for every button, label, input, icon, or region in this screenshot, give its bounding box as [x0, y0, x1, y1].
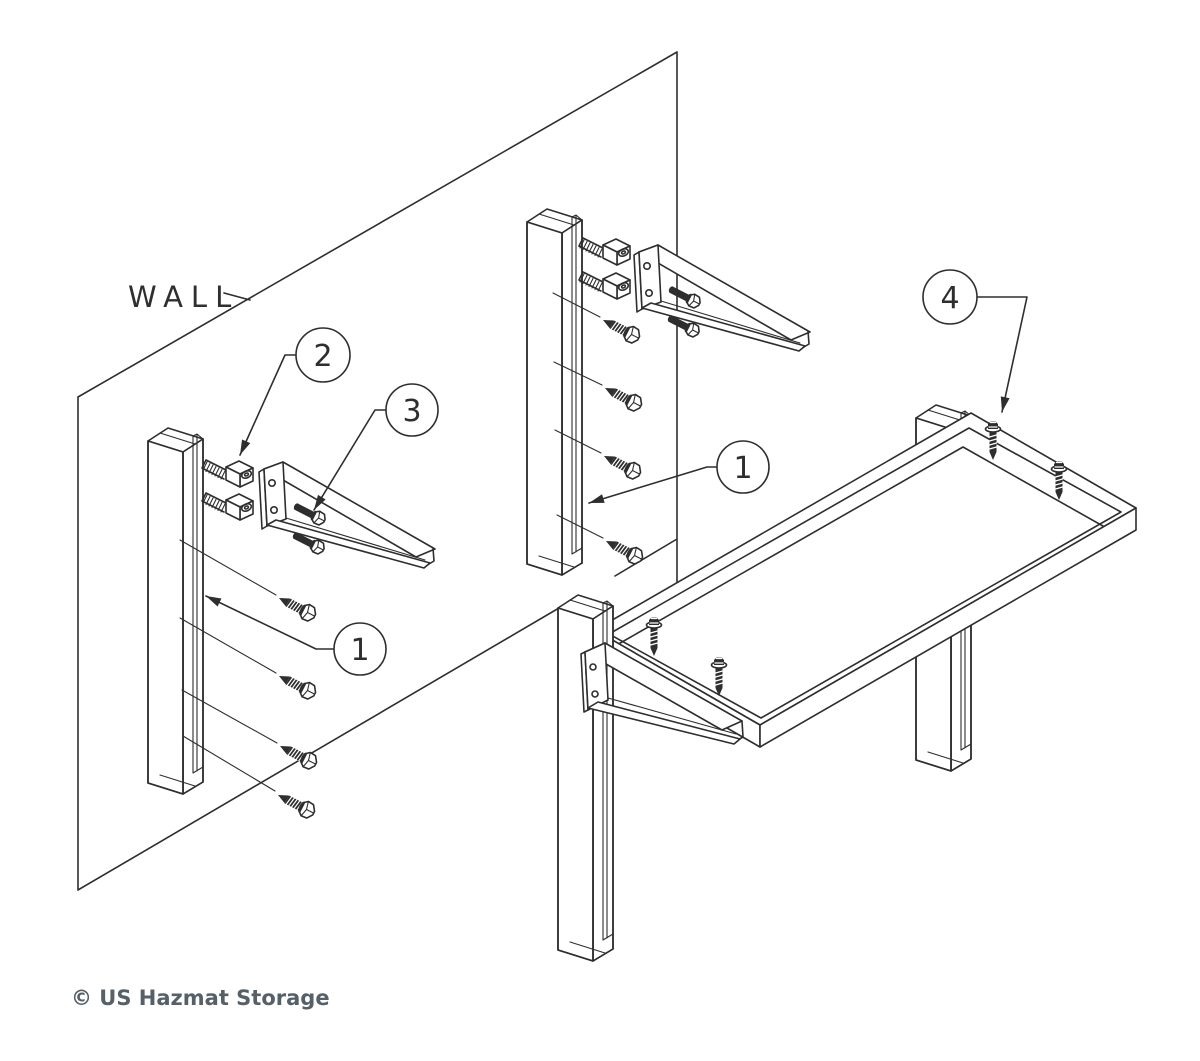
left-assembly — [147, 427, 435, 822]
middle-screw-leader-lines — [552, 292, 604, 539]
assembled-shelf-unit — [557, 404, 1137, 962]
callout-3-number: 3 — [402, 394, 421, 429]
wall-label: WALL — [128, 280, 239, 314]
callout-1-middle-number: 1 — [733, 451, 752, 486]
callout-1-middle-circle — [716, 440, 770, 494]
callout-4: 4 — [922, 269, 1028, 413]
middle-shelf-bracket — [634, 245, 810, 351]
callout-1-middle: 1 — [587, 440, 770, 508]
callout-1-left: 1 — [204, 591, 387, 676]
callout-4-circle — [922, 269, 978, 325]
left-spring-nut-bottom — [201, 492, 254, 521]
left-shelf-bracket — [259, 462, 435, 568]
left-spring-nut-top — [201, 459, 254, 488]
callout-1-left-number: 1 — [350, 633, 369, 668]
callout-2: 2 — [235, 327, 351, 457]
middle-lag-screw-3 — [599, 448, 645, 483]
callout-2-number: 2 — [313, 339, 332, 374]
callout-2-circle — [295, 327, 351, 383]
left-strut-channel — [147, 427, 204, 795]
middle-assembly — [526, 208, 810, 576]
callout-3: 3 — [310, 383, 439, 513]
wall-label-group: WALL — [128, 280, 251, 314]
middle-spring-nut-bottom — [578, 271, 631, 300]
left-lag-screw-3 — [275, 738, 321, 773]
left-lag-screw-4 — [273, 787, 319, 822]
front-shelf-bracket — [580, 642, 744, 745]
copyright-text: © US Hazmat Storage — [71, 986, 330, 1010]
wall-label-leader-line — [223, 292, 251, 301]
middle-strut-channel — [526, 208, 583, 576]
middle-lag-screw-2 — [600, 380, 646, 415]
middle-lag-screw-1 — [598, 312, 644, 347]
left-screw-leader-lines — [179, 539, 278, 792]
callout-3-circle — [385, 383, 439, 437]
left-lag-screw-1 — [274, 590, 320, 625]
middle-lag-screw-4 — [601, 533, 647, 568]
left-lag-screw-2 — [274, 668, 320, 703]
callout-4-number: 4 — [940, 281, 959, 316]
callout-1-left-circle — [333, 622, 387, 676]
middle-spring-nut-top — [578, 237, 631, 266]
